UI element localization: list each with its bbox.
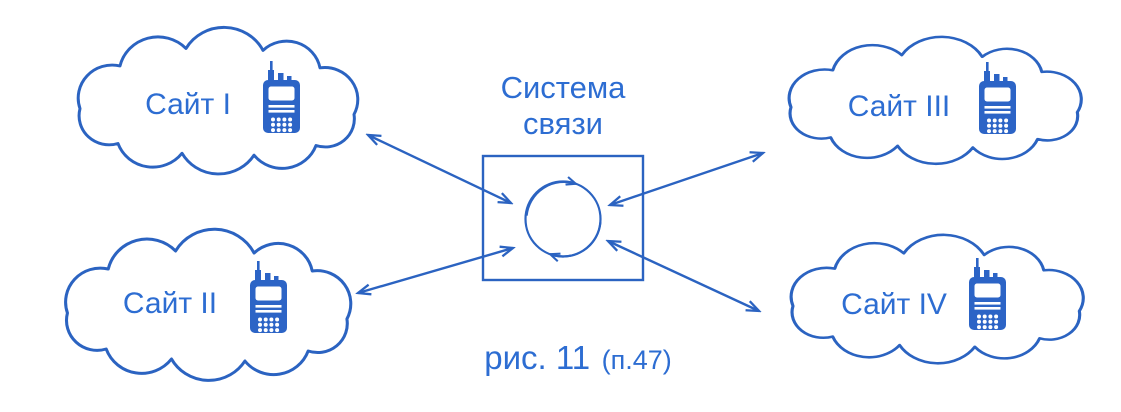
- links: [358, 135, 763, 311]
- system-box: [481, 154, 645, 282]
- site-cloud-2: Сайт II: [64, 227, 353, 382]
- site-label: Сайт III: [848, 90, 951, 123]
- site-label: Сайт I: [145, 88, 231, 121]
- site-label: Сайт II: [123, 287, 217, 320]
- site-label: Сайт IV: [841, 288, 947, 321]
- link-arrow-site4: [608, 241, 759, 311]
- system-title-line2: связи: [523, 106, 603, 141]
- walkie-talkie-icon: [263, 61, 300, 133]
- figure-caption-sub: (п.47): [602, 345, 672, 375]
- rotation-arrow-bottom: [550, 222, 602, 256]
- site-cloud-4: Сайт IV: [789, 233, 1085, 365]
- figure-caption-main: рис. 11: [484, 339, 590, 376]
- site-cloud-1: Сайт I: [76, 25, 360, 176]
- walkie-talkie-icon: [979, 62, 1016, 134]
- rotation-arrow-top: [525, 182, 576, 216]
- link-arrow-site3: [610, 153, 763, 205]
- walkie-talkie-icon: [969, 258, 1006, 330]
- communication-system: Система связи: [481, 70, 645, 282]
- link-arrow-site2: [358, 248, 513, 293]
- link-arrow-site1: [368, 135, 511, 203]
- site-cloud-3: Сайт III: [787, 35, 1083, 166]
- system-title-line1: Система: [501, 70, 627, 105]
- walkie-talkie-icon: [250, 261, 287, 333]
- figure-caption: рис. 11 (п.47): [484, 339, 671, 376]
